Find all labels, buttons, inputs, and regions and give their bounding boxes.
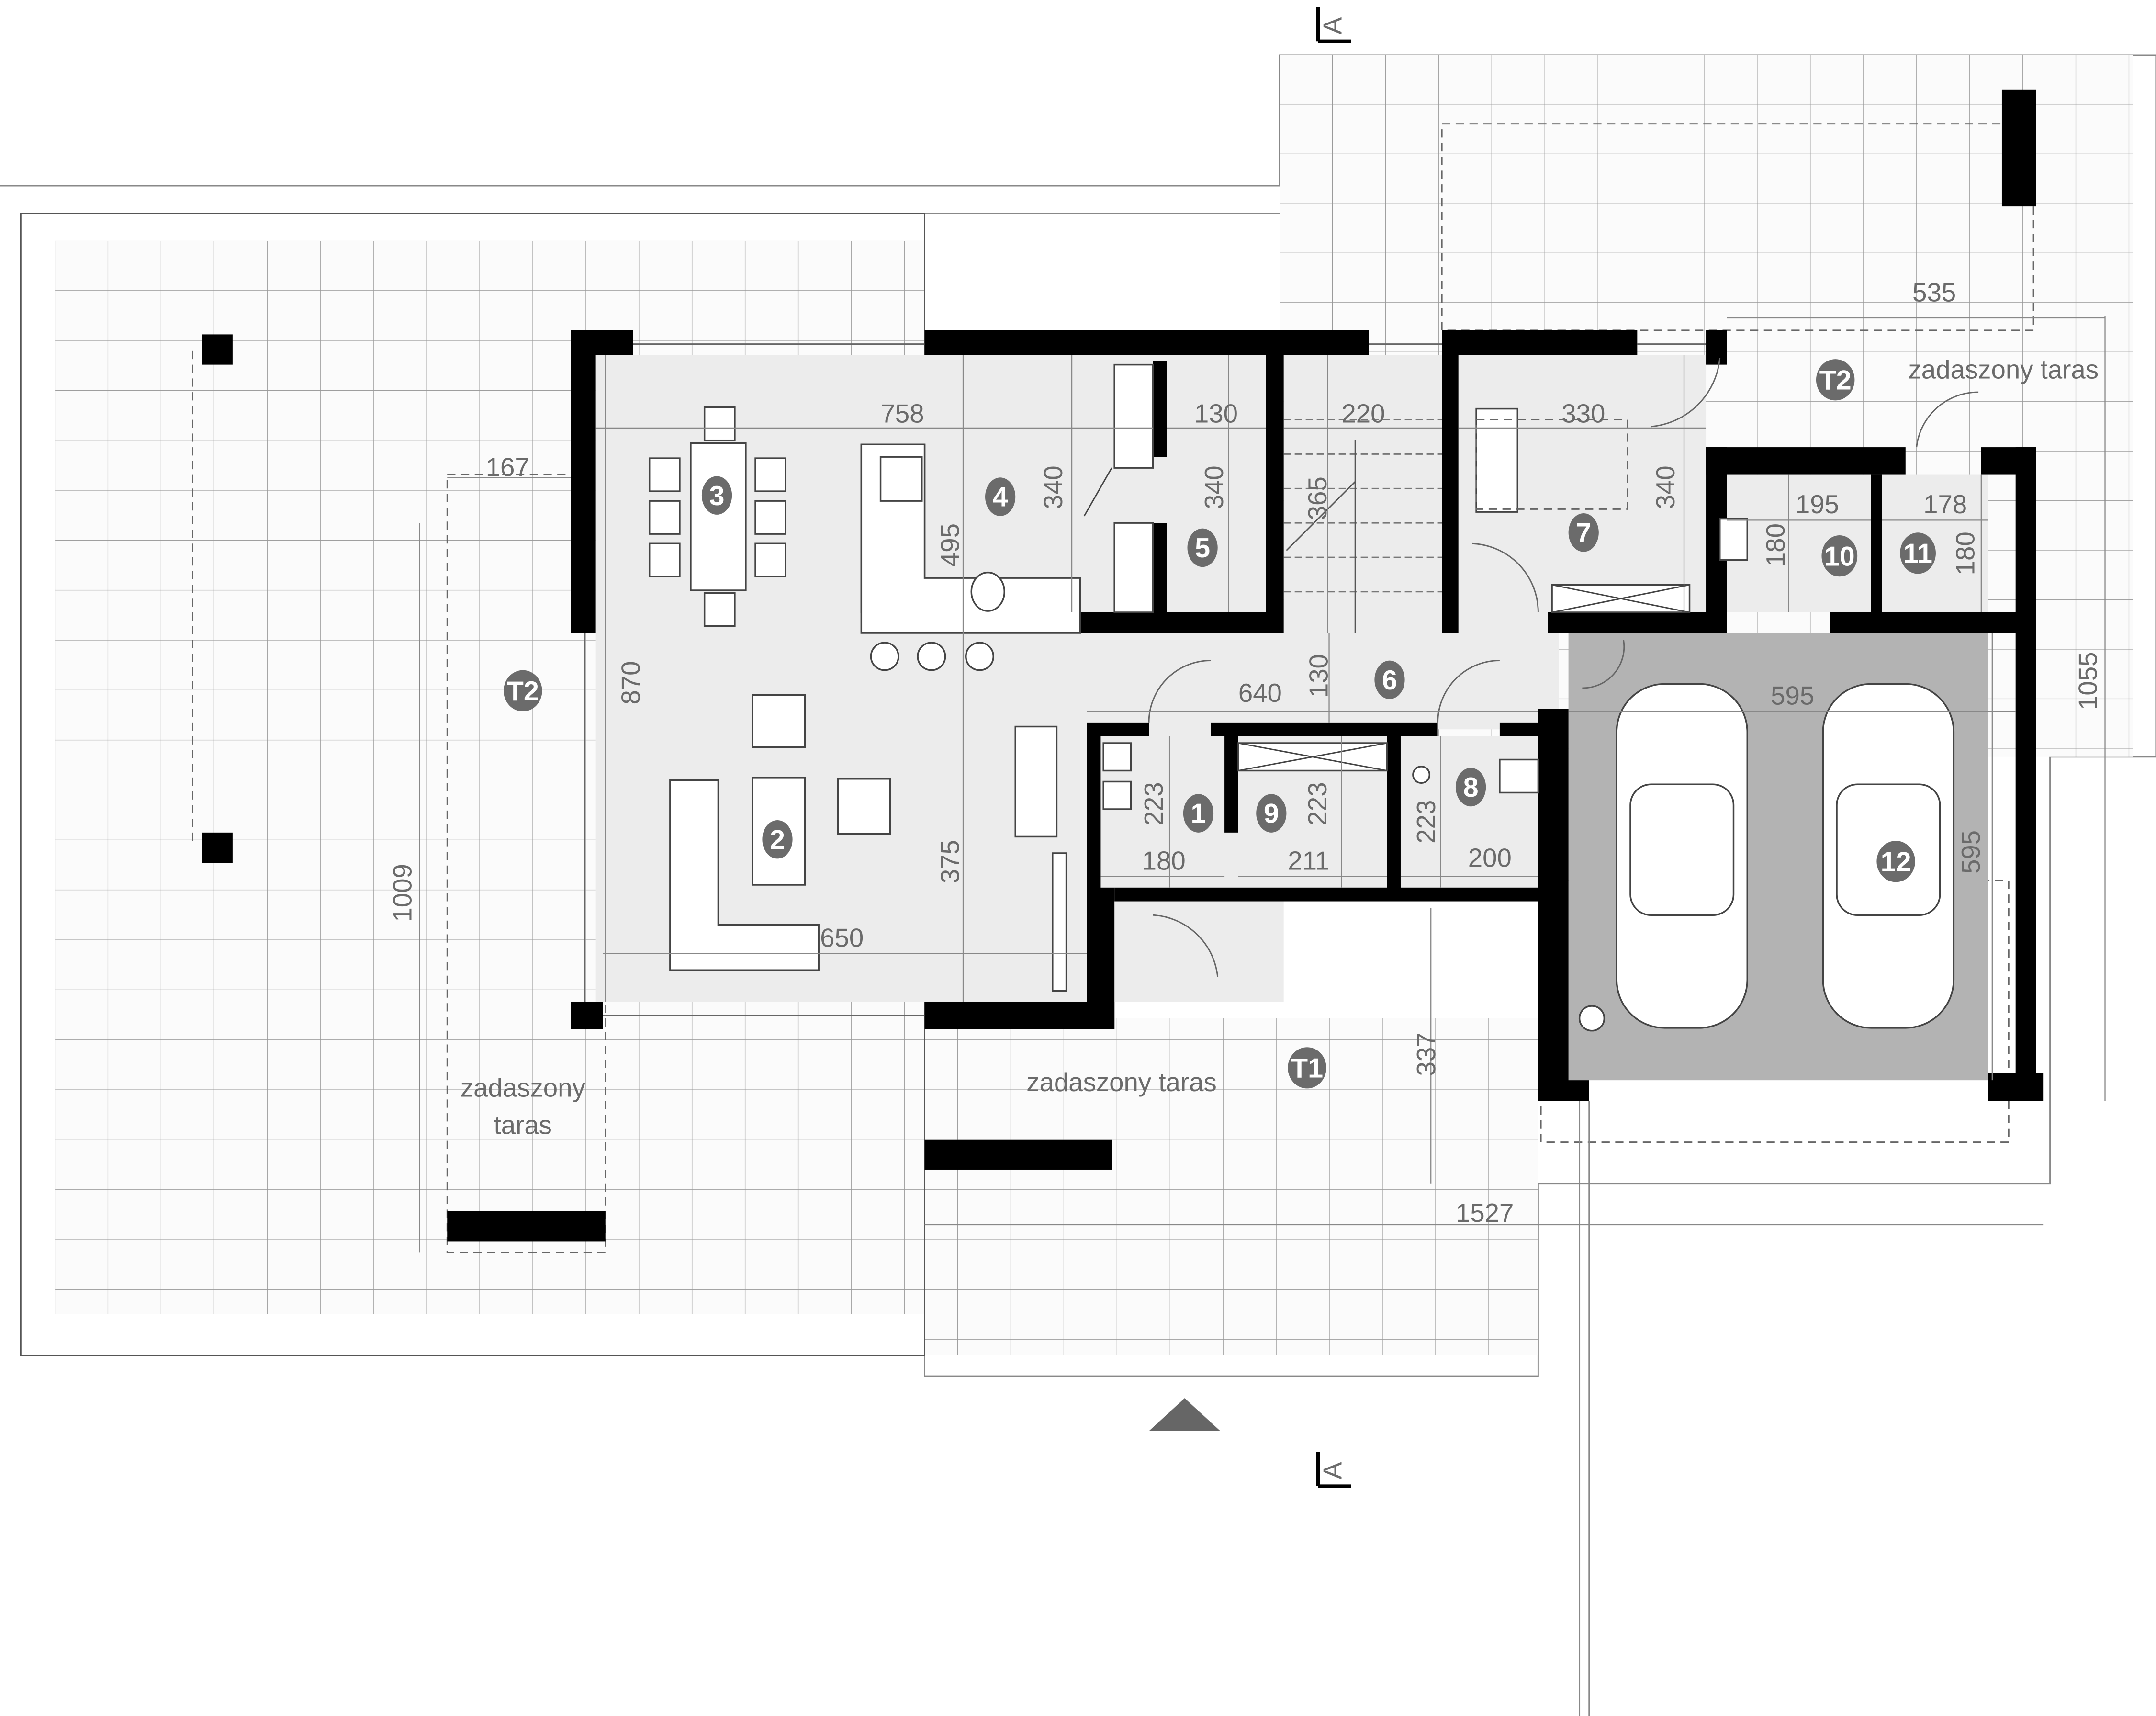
room-number: 11	[1903, 539, 1932, 569]
room-number: 5	[1195, 533, 1210, 564]
dimension-label: 1055	[2073, 652, 2102, 710]
room-number: 12	[1881, 847, 1911, 877]
dimension-label: 211	[1288, 846, 1329, 875]
room-number: 9	[1264, 799, 1279, 829]
terrace-number: T1	[1291, 1053, 1323, 1084]
terrace-number: T2	[507, 676, 539, 707]
room-marker-7: 7	[1568, 513, 1599, 552]
kitchen-counter	[860, 363, 1154, 671]
room7-rug	[1475, 419, 1628, 510]
dimension-label: 650	[820, 923, 864, 952]
dimension-label: 337	[1412, 1032, 1441, 1076]
room-number: 3	[709, 481, 725, 511]
windows	[584, 343, 1979, 1016]
terrace-label-south: zadaszony taras	[1026, 1068, 1217, 1097]
dimension-label: 178	[1923, 490, 1967, 519]
terrace-label-west-1: zadaszony	[460, 1073, 586, 1103]
section-label: A	[1318, 17, 1347, 34]
dimension-label: 130	[1194, 399, 1238, 428]
room-number: 10	[1824, 541, 1855, 572]
terrace-marker-t1: T1	[1288, 1047, 1326, 1089]
dimension-label: 365	[1303, 476, 1332, 520]
dimension-label: 535	[1912, 278, 1956, 307]
dimension-label: 758	[881, 399, 924, 428]
dimension-label: 595	[1956, 830, 1986, 874]
dimension-label: 195	[1796, 490, 1839, 519]
dimension-label: 167	[486, 452, 529, 482]
dimension-lines	[419, 316, 2106, 1253]
room-marker-1: 1	[1183, 794, 1214, 833]
dimension-label: 340	[1039, 465, 1068, 509]
section-mark-bottom: A	[1316, 1452, 1351, 1488]
terrace-north-roof-line	[1441, 123, 2034, 331]
terrace-label-north: zadaszony taras	[1909, 355, 2099, 384]
stairs	[1283, 419, 1442, 633]
dimension-label: 180	[1951, 531, 1980, 575]
dining-table	[648, 406, 786, 627]
room-number: 2	[770, 824, 785, 855]
dimension-label: 130	[1304, 654, 1334, 698]
dimension-label: 223	[1412, 800, 1441, 844]
room-number: 4	[993, 482, 1008, 513]
room-marker-6: 6	[1374, 660, 1405, 700]
dimension-label: 223	[1139, 782, 1168, 825]
north-arrow-icon	[1149, 1398, 1221, 1432]
dimension-label: 870	[617, 661, 646, 704]
terrace-marker-t2-north: T2	[1816, 359, 1855, 401]
room-number: 7	[1576, 518, 1591, 548]
utility-fixtures	[1102, 518, 1748, 1032]
room-marker-9: 9	[1256, 794, 1287, 833]
dimension-label: 1009	[388, 864, 417, 922]
dimension-label: 1527	[1456, 1198, 1514, 1228]
terrace-number: T2	[1819, 365, 1852, 395]
room-number: 6	[1382, 665, 1397, 696]
room-number: 1	[1190, 799, 1206, 829]
room-marker-5: 5	[1187, 528, 1218, 567]
room-marker-8: 8	[1455, 768, 1486, 807]
living-sofa	[669, 694, 1067, 992]
dimension-label: 595	[1771, 681, 1814, 711]
room-marker-2: 2	[762, 820, 793, 859]
room-marker-3: 3	[701, 476, 732, 515]
driveway-line	[1579, 1101, 1590, 1716]
dimension-label: 375	[935, 840, 965, 883]
dimension-label: 180	[1142, 846, 1186, 875]
terrace-marker-t2-west: T2	[504, 670, 542, 711]
room-marker-12: 12	[1876, 841, 1915, 882]
dimension-label: 330	[1561, 399, 1605, 428]
dimension-label: 340	[1200, 465, 1229, 509]
dimension-label: 340	[1651, 465, 1680, 509]
dimension-label: 220	[1341, 399, 1385, 428]
walls	[202, 89, 2044, 1242]
dimensions: 758 130 220 330 535 167 340 340 365 340 …	[388, 278, 2102, 1228]
room7-sofa	[1475, 407, 1518, 513]
section-mark-top: A	[1316, 7, 1351, 43]
dimension-label: 200	[1468, 844, 1512, 873]
room-marker-11: 11	[1900, 532, 1936, 574]
room-marker-10: 10	[1821, 535, 1858, 577]
terrace-south-tiles	[924, 1018, 1538, 1355]
dimension-label: 180	[1761, 523, 1790, 567]
room-number: 8	[1463, 772, 1479, 803]
room-markers: 1 2 3 4 5 6 7 8 9 10 11 12 T1 T2 T2	[504, 359, 1936, 1089]
room-marker-4: 4	[985, 477, 1016, 516]
terrace-label-west-2: taras	[494, 1110, 552, 1140]
dimension-label: 640	[1238, 678, 1282, 708]
dimension-label: 223	[1303, 782, 1332, 825]
section-label: A	[1318, 1462, 1347, 1479]
dimension-label: 495	[935, 523, 965, 567]
